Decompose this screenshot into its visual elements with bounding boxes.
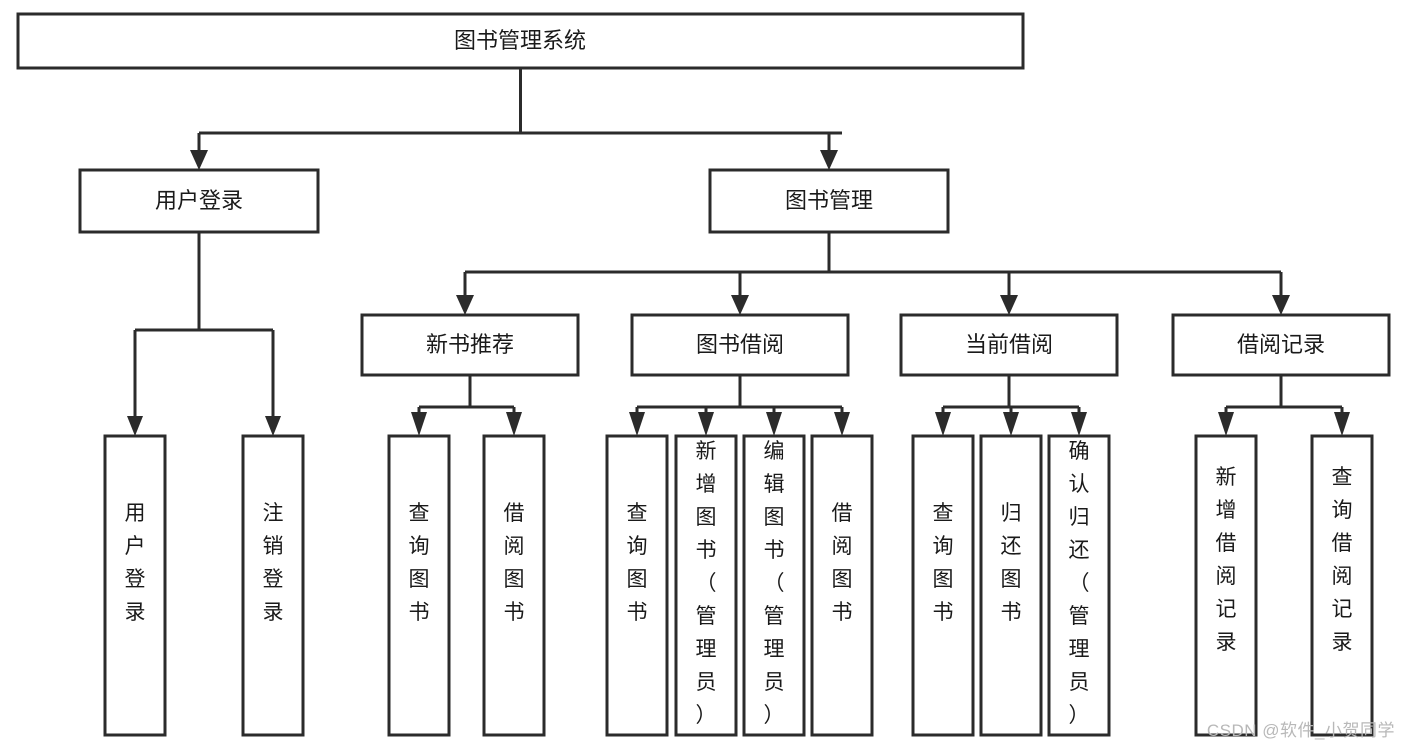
node-root[interactable]: 图书管理系统 (16, 12, 1025, 70)
leaf-query-book-borrow-label: 查询图书 (627, 502, 648, 624)
arrow-head-newbook-leaf-1 (411, 412, 427, 436)
arrow-head-level3-3 (1000, 295, 1018, 315)
leaf-add-borrow-record-label: 新增借阅记录 (1216, 466, 1237, 654)
leaf-query-borrow-record-box[interactable] (1310, 434, 1374, 737)
node-borrow-records-label: 借阅记录 (1237, 332, 1325, 357)
leaf-logout-label: 注销登录 (263, 502, 284, 624)
arrow-head-borrow-leaf-3 (766, 412, 782, 436)
arrow-head-records-leaf-2 (1334, 412, 1350, 436)
leaf-query-book-recommend-label: 查询图书 (409, 502, 430, 624)
node-book-management-label: 图书管理 (785, 188, 873, 213)
arrow-head-level3-2 (731, 295, 749, 315)
leaf-node[interactable]: 查询图书 (387, 434, 451, 737)
node-current-borrow[interactable]: 当前借阅 (899, 313, 1119, 377)
node-book-management-box[interactable] (708, 168, 950, 234)
arrow-head-current-leaf-2 (1003, 412, 1019, 436)
leaf-query-book-current-box[interactable] (911, 434, 975, 737)
node-new-book-recommend-label: 新书推荐 (426, 332, 514, 357)
leaf-node[interactable]: 确认归还（管理员） (1047, 434, 1111, 737)
leaf-node[interactable]: 借阅图书 (810, 434, 874, 737)
node-root-box[interactable] (16, 12, 1025, 70)
arrow-head-login-leaf-1 (127, 416, 143, 436)
node-user-login-label: 用户登录 (155, 188, 243, 213)
leaf-node[interactable]: 借阅图书 (482, 434, 546, 737)
csdn-watermark: CSDN @软件_小贺同学 (1206, 721, 1395, 740)
leaf-query-book-borrow-box[interactable] (605, 434, 669, 737)
leaf-node[interactable]: 查询图书 (911, 434, 975, 737)
leaf-node[interactable]: 编辑图书（管理员） (742, 434, 806, 737)
node-book-borrow-box[interactable] (630, 313, 850, 377)
leaf-node[interactable]: 注销登录 (241, 434, 305, 737)
node-borrow-records-box[interactable] (1171, 313, 1391, 377)
node-book-management[interactable]: 图书管理 (708, 168, 950, 234)
leaf-confirm-return-label: 确认归还（管理员） (1069, 440, 1090, 727)
leaf-add-book-box[interactable] (674, 434, 738, 737)
arrow-head-borrow-leaf-4 (834, 412, 850, 436)
arrow-head-newbook-leaf-2 (506, 412, 522, 436)
arrow-head-level3-1 (456, 295, 474, 315)
leaf-query-borrow-record-label: 查询借阅记录 (1332, 466, 1353, 654)
node-user-login-box[interactable] (78, 168, 320, 234)
leaf-node[interactable]: 用户登录 (103, 434, 167, 737)
leaf-user-login-box[interactable] (103, 434, 167, 737)
leaf-borrow-book-recommend-label: 借阅图书 (504, 502, 525, 624)
arrow-head-records-leaf-1 (1218, 412, 1234, 436)
node-user-login[interactable]: 用户登录 (78, 168, 320, 234)
node-book-borrow-label: 图书借阅 (696, 332, 784, 357)
leaf-query-book-recommend-box[interactable] (387, 434, 451, 737)
leaf-edit-book-box[interactable] (742, 434, 806, 737)
leaf-edit-book-label: 编辑图书（管理员） (764, 440, 785, 727)
node-borrow-records[interactable]: 借阅记录 (1171, 313, 1391, 377)
node-new-book-recommend[interactable]: 新书推荐 (360, 313, 580, 377)
node-current-borrow-box[interactable] (899, 313, 1119, 377)
node-new-book-recommend-box[interactable] (360, 313, 580, 377)
node-current-borrow-label: 当前借阅 (965, 332, 1053, 357)
leaf-node[interactable]: 查询借阅记录 (1310, 434, 1374, 737)
leaf-node[interactable]: 新增图书（管理员） (674, 434, 738, 737)
leaf-borrow-book-label: 借阅图书 (832, 502, 853, 624)
leaf-node[interactable]: 新增借阅记录 (1194, 434, 1258, 737)
node-book-borrow[interactable]: 图书借阅 (630, 313, 850, 377)
leaf-add-borrow-record-box[interactable] (1194, 434, 1258, 737)
arrow-head-level3-4 (1272, 295, 1290, 315)
arrow-head-borrow-leaf-2 (698, 412, 714, 436)
leaf-borrow-book-box[interactable] (810, 434, 874, 737)
leaf-return-book-box[interactable] (979, 434, 1043, 737)
arrow-head-current-leaf-3 (1071, 412, 1087, 436)
leaf-node[interactable]: 归还图书 (979, 434, 1043, 737)
arrow-head-current-leaf-1 (935, 412, 951, 436)
leaf-return-book-label: 归还图书 (1001, 502, 1022, 624)
leaf-borrow-book-recommend-box[interactable] (482, 434, 546, 737)
arrow-head-borrow-leaf-1 (629, 412, 645, 436)
leaf-user-login-label: 用户登录 (125, 502, 146, 624)
leaf-confirm-return-box[interactable] (1047, 434, 1111, 737)
leaf-node[interactable]: 查询图书 (605, 434, 669, 737)
leaf-query-book-current-label: 查询图书 (933, 502, 954, 624)
connector-layer (127, 68, 1350, 436)
arrow-head-bookmgmt (820, 150, 838, 170)
node-root-label: 图书管理系统 (454, 28, 586, 53)
leaf-add-book-label: 新增图书（管理员） (696, 440, 717, 727)
arrow-head-login (190, 150, 208, 170)
leaf-logout-box[interactable] (241, 434, 305, 737)
arrow-head-login-leaf-2 (265, 416, 281, 436)
